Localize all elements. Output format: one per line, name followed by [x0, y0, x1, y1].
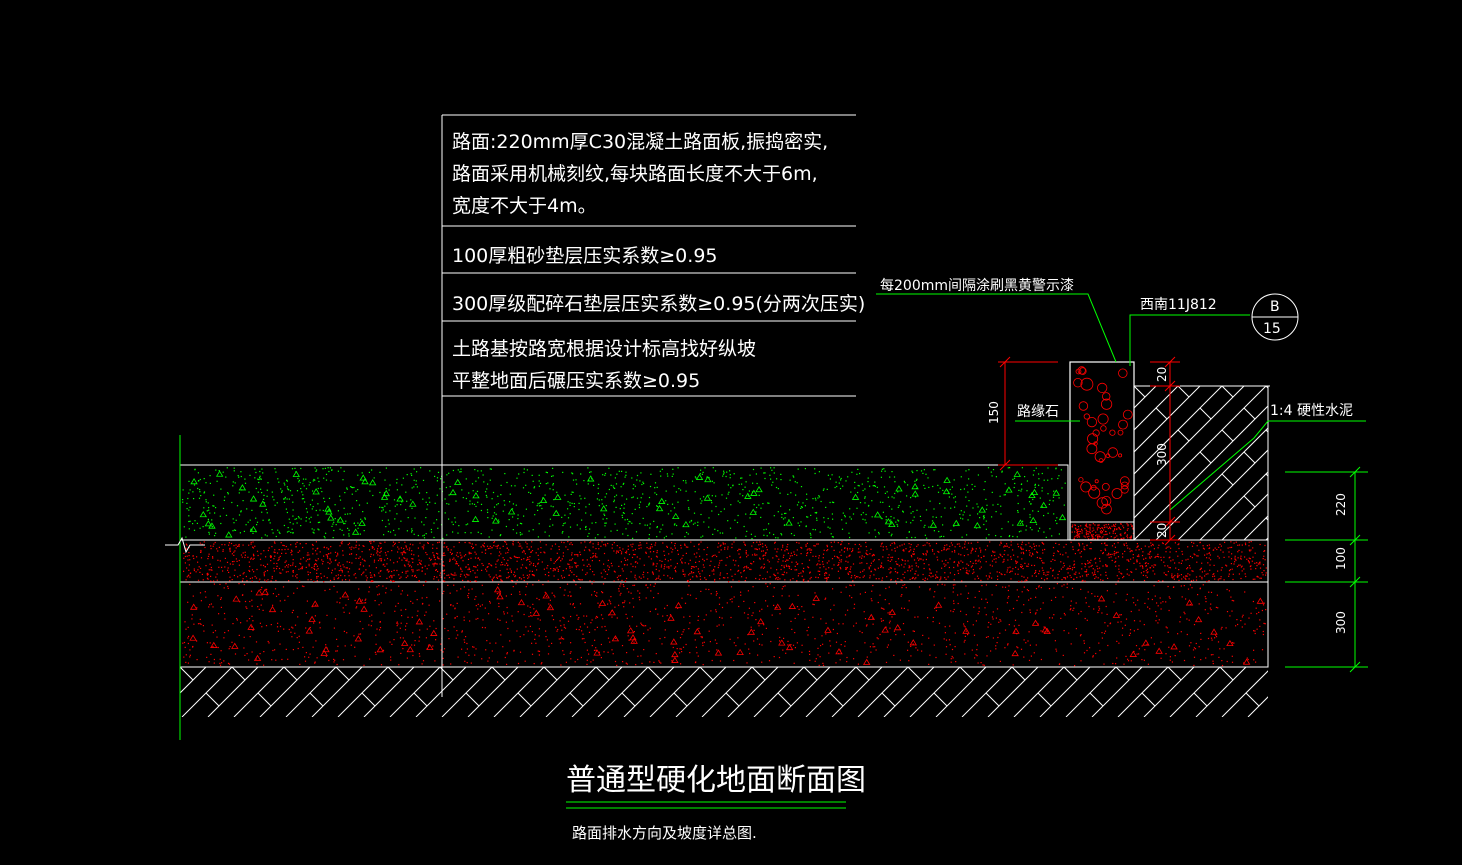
dim-layers: [1285, 466, 1368, 673]
dim-gravel-label: 300: [1334, 611, 1348, 634]
curb-ref-code: 西南11J812: [1140, 297, 1217, 313]
detail-callout-top: B: [1270, 299, 1280, 315]
dim-curb-exposed-label: 150: [987, 401, 1001, 424]
curb-stone-label: 路缘石: [1017, 404, 1059, 420]
dim-concrete-label: 220: [1334, 493, 1348, 516]
note-layer4-line1: 土路基按路宽根据设计标高找好纵坡: [452, 338, 756, 360]
drawing-subtitle: 路面排水方向及坡度详总图.: [572, 824, 757, 842]
concrete-layer: [179, 464, 1069, 541]
note-layer3: 300厚级配碎石垫层压实系数≥0.95(分两次压实): [452, 293, 865, 315]
mortar-leader: [1169, 420, 1366, 511]
subgrade-earth-hatch: [180, 667, 1268, 717]
dim-curb-exposed: [998, 356, 1058, 471]
dim-curb-top-label: 20: [1155, 367, 1169, 382]
ref-code-leader: [1129, 314, 1250, 366]
note-layer1-line2: 路面采用机械刻纹,每块路面长度不大于6m,: [452, 163, 818, 185]
dim-curb-height-label: 300: [1155, 443, 1169, 466]
detail-callout-bottom: 15: [1263, 321, 1281, 337]
stripe-note-leader: [876, 293, 1117, 363]
backfill-earth-hatch: [1134, 386, 1268, 540]
curb-stripe-note: 每200mm间隔涂刷黑黄警示漆: [880, 277, 1074, 294]
break-symbol: [165, 536, 205, 554]
concrete-hatch: [182, 467, 1067, 540]
sand-gravel-hatch: [182, 541, 1267, 667]
note-layer1-line3: 宽度不大于4m。: [452, 195, 597, 217]
note-layer4-line2: 平整地面后碾压实系数≥0.95: [452, 370, 700, 392]
curb-bedding-hatch: [1071, 523, 1134, 541]
note-layer2: 100厚粗砂垫层压实系数≥0.95: [452, 245, 718, 267]
drawing-title: 普通型硬化地面断面图: [566, 763, 866, 798]
note-layer1-line1: 路面:220mm厚C30混凝土路面板,振捣密实,: [452, 131, 828, 153]
mortar-label: 1:4 硬性水泥: [1270, 403, 1353, 419]
dim-curb-right: [1150, 356, 1180, 546]
dim-sand-label: 100: [1334, 547, 1348, 570]
curb-stone: [1069, 361, 1135, 541]
dim-curb-bottom-label: 20: [1155, 523, 1169, 538]
sand-layer: [179, 539, 1269, 583]
curb-aggregate: [1073, 366, 1133, 515]
